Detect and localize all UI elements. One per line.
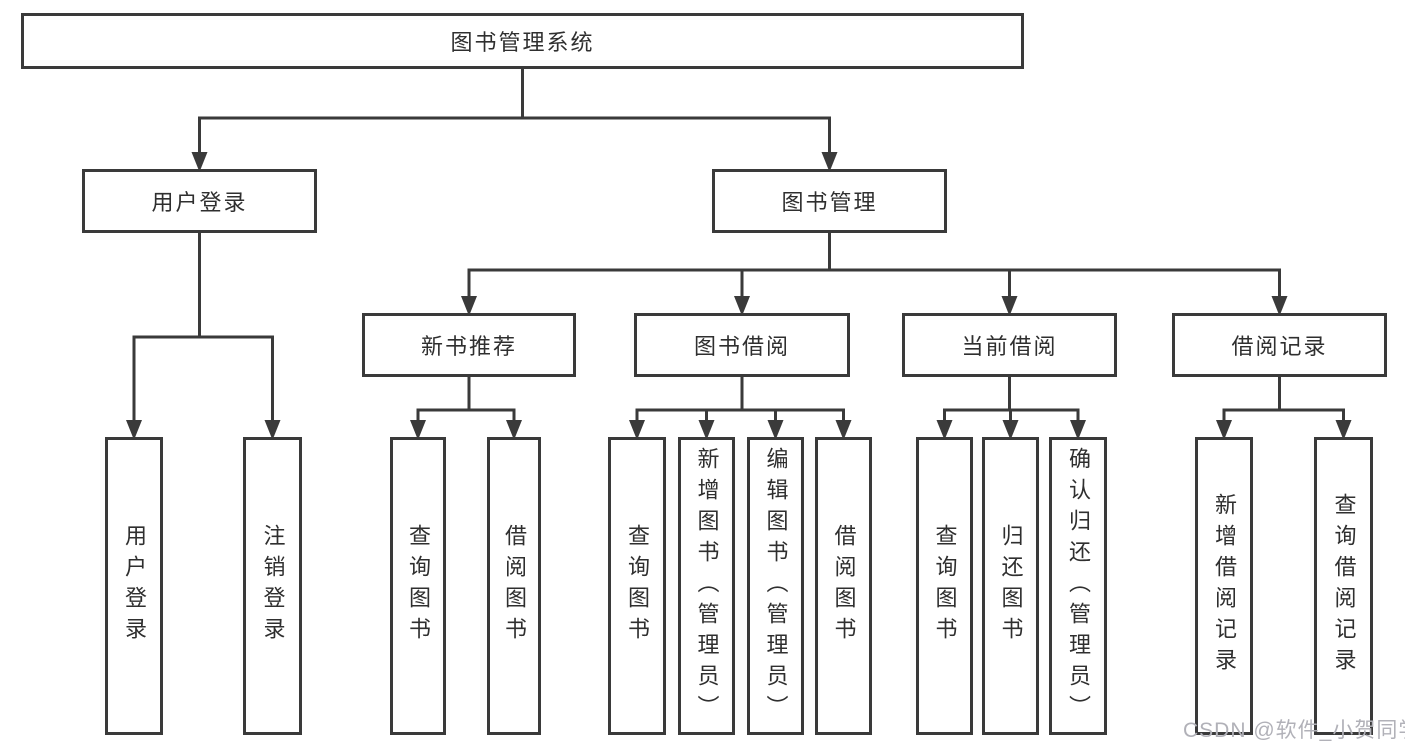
arrowhead-icon — [191, 152, 208, 172]
node-new-books: 新书推荐 — [362, 313, 576, 377]
node-nb-query: 查询图书 — [390, 437, 446, 735]
node-nb-borrow: 借阅图书 — [487, 437, 541, 735]
arrowhead-icon — [1335, 420, 1352, 440]
node-label-new-books: 新书推荐 — [420, 334, 517, 359]
arrowhead-icon — [835, 420, 852, 440]
node-root: 图书管理系统 — [21, 13, 1024, 69]
node-cl-query: 查询图书 — [916, 437, 973, 735]
node-lr-query: 查询借阅记录 — [1314, 437, 1373, 735]
node-bb-borrow: 借阅图书 — [815, 437, 872, 735]
node-login: 用户登录 — [105, 437, 163, 735]
node-bb-edit: 编辑图书（管理员） — [747, 437, 804, 735]
node-cl-return: 归还图书 — [982, 437, 1039, 735]
node-label-book-mgmt: 图书管理 — [781, 190, 878, 215]
arrowhead-icon — [1002, 420, 1019, 440]
arrowhead-icon — [821, 152, 838, 172]
node-label-logout: 注销登录 — [260, 524, 286, 648]
node-label-nb-query: 查询图书 — [406, 524, 431, 648]
node-label-current-loans: 当前借阅 — [961, 334, 1058, 359]
arrowhead-icon — [461, 296, 477, 316]
node-label-lr-add: 新增借阅记录 — [1212, 493, 1237, 679]
node-logout: 注销登录 — [243, 437, 302, 735]
arrowhead-icon — [734, 296, 750, 316]
node-user-login: 用户登录 — [82, 169, 317, 233]
arrowhead-icon — [936, 420, 953, 440]
node-label-cl-confirm: 确认归还（管理员） — [1066, 446, 1091, 726]
node-label-loan-records: 借阅记录 — [1231, 334, 1328, 359]
node-label-user-login: 用户登录 — [151, 190, 248, 215]
node-label-root: 图书管理系统 — [450, 30, 595, 55]
node-book-mgmt: 图书管理 — [712, 169, 947, 233]
node-book-borrow: 图书借阅 — [634, 313, 850, 377]
node-label-nb-borrow: 借阅图书 — [502, 524, 527, 648]
node-label-cl-return: 归还图书 — [998, 524, 1024, 648]
arrowhead-icon — [506, 420, 522, 440]
node-lr-add: 新增借阅记录 — [1195, 437, 1253, 735]
node-label-bb-add: 新增图书（管理员） — [694, 446, 720, 726]
node-label-book-borrow: 图书借阅 — [693, 334, 790, 359]
node-bb-add: 新增图书（管理员） — [678, 437, 735, 735]
node-cl-confirm: 确认归还（管理员） — [1049, 437, 1107, 735]
arrowhead-icon — [629, 420, 645, 440]
node-label-bb-query: 查询图书 — [625, 524, 650, 648]
node-label-bb-borrow: 借阅图书 — [831, 524, 857, 648]
arrowhead-icon — [410, 420, 426, 440]
node-label-cl-query: 查询图书 — [932, 524, 958, 648]
arrowhead-icon — [126, 420, 142, 440]
node-loan-records: 借阅记录 — [1172, 313, 1387, 377]
node-label-bb-edit: 编辑图书（管理员） — [763, 446, 789, 726]
arrowhead-icon — [767, 420, 784, 440]
arrowhead-icon — [1271, 296, 1288, 316]
arrowhead-icon — [1070, 420, 1086, 440]
arrowhead-icon — [264, 420, 281, 440]
node-label-lr-query: 查询借阅记录 — [1331, 493, 1357, 679]
arrowhead-icon — [1001, 296, 1018, 316]
node-bb-query: 查询图书 — [608, 437, 666, 735]
arrowhead-icon — [1216, 420, 1232, 440]
node-label-login: 用户登录 — [122, 524, 147, 648]
arrowhead-icon — [698, 420, 715, 440]
node-current-loans: 当前借阅 — [902, 313, 1117, 377]
